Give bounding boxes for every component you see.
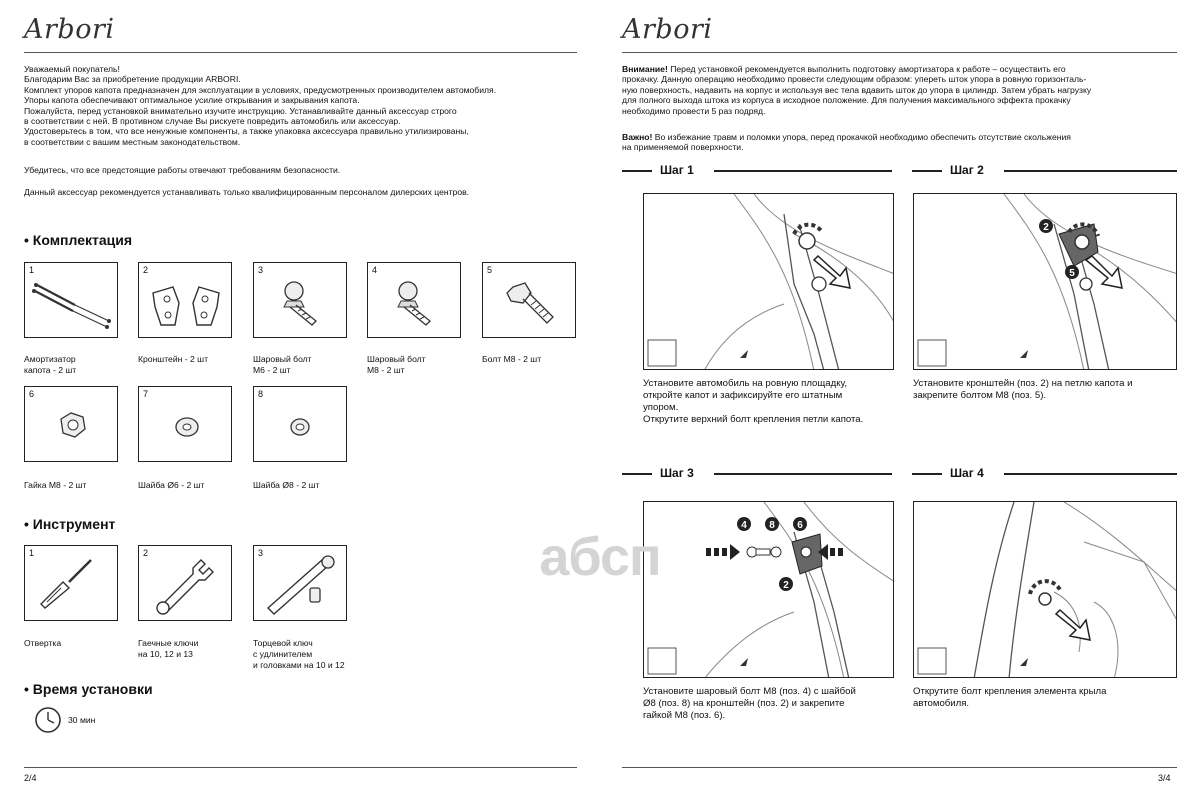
step-1-caption: Установите автомобиль на ровную площадку… <box>643 378 864 425</box>
kit-item-4: 4 <box>367 262 461 338</box>
washer-icon <box>175 417 199 437</box>
header-divider <box>622 52 1177 53</box>
gas-strut-icon <box>32 283 111 329</box>
brand-logo: Arbori <box>24 14 115 45</box>
tool-item-1: 1 <box>24 545 118 621</box>
kit-item-2: 2 <box>138 262 232 338</box>
tool-item-2: 2 <box>138 545 232 621</box>
important-text: Важно! Во избежание травм и поломки упор… <box>622 132 1071 153</box>
step-1-illustration <box>643 193 894 370</box>
wrench-icon <box>156 559 214 615</box>
step-4-header: Шаг 4 <box>912 466 1177 480</box>
left-page: Arbori Уважаемый покупатель! Благодарим … <box>24 14 577 783</box>
item-number: 3 <box>258 548 264 558</box>
tools-title: • Инструмент <box>24 516 116 532</box>
step-3-illustration: 4 8 6 2 <box>643 501 894 678</box>
intro-line: в соответствии с ней. В противном случае… <box>24 116 401 127</box>
step-4-illustration <box>913 501 1177 678</box>
svg-text:8: 8 <box>769 520 775 531</box>
time-value: 30 мин <box>68 715 96 725</box>
item-number: 8 <box>258 389 264 399</box>
kit-item-8: 8 <box>253 386 347 462</box>
intro-line: Удостоверьтесь в том, что все ненужные к… <box>24 126 469 137</box>
footer-divider <box>622 767 1177 768</box>
item-number: 3 <box>258 265 264 275</box>
step-3-header: Шаг 3 <box>622 466 892 480</box>
clock-icon <box>35 707 61 733</box>
ball-bolt-icon <box>397 281 431 326</box>
kit-item-7: 7 <box>138 386 232 462</box>
intro-line: Пожалуйста, перед установкой внимательно… <box>24 105 457 116</box>
tool-item-3: 3 <box>253 545 347 621</box>
item-number: 4 <box>372 265 378 275</box>
brand-logo: Arbori <box>622 14 713 45</box>
kit-caption-6: Гайка М8 - 2 шт <box>24 480 87 490</box>
item-number: 5 <box>487 265 493 275</box>
svg-text:5: 5 <box>1069 268 1075 279</box>
intro-line: Уважаемый покупатель! <box>24 64 120 74</box>
item-number: 7 <box>143 389 149 399</box>
step-1-header: Шаг 1 <box>622 163 892 177</box>
page-number: 3/4 <box>1158 773 1171 783</box>
attention-text: Внимание! Перед установкой рекомендуется… <box>622 64 1092 116</box>
watermark: абсп <box>539 527 661 587</box>
svg-text:2: 2 <box>1043 222 1049 233</box>
intro-line: Благодарим Вас за приобретение продукции… <box>24 74 241 85</box>
nut-icon <box>60 412 86 438</box>
kit-item-1: 1 <box>24 262 118 338</box>
kit-item-5: 5 <box>482 262 576 338</box>
safety-note: Убедитесь, что все предстоящие работы от… <box>24 165 341 175</box>
svg-text:4: 4 <box>741 520 747 531</box>
intro-text: Уважаемый покупатель! Благодарим Вас за … <box>24 64 496 147</box>
kit-item-3: 3 <box>253 262 347 338</box>
kit-caption-2: Кронштейн - 2 шт <box>138 354 209 364</box>
bracket-icon <box>152 286 220 326</box>
bolt-icon <box>506 282 554 324</box>
step-2-caption: Установите кронштейн (поз. 2) на петлю к… <box>913 378 1133 401</box>
footer-divider <box>24 767 577 768</box>
header-divider <box>24 52 577 53</box>
right-page: Arbori Внимание! Перед установкой рекоме… <box>600 0 1200 800</box>
socket-wrench-icon <box>266 555 335 615</box>
intro-line: Упоры капота обеспечивают оптимальное ус… <box>24 95 360 106</box>
kit-caption-5: Болт М8 - 2 шт <box>482 354 542 364</box>
tool-caption-1: Отвертка <box>24 638 62 648</box>
washer-icon <box>290 418 310 436</box>
qualified-note: Данный аксессуар рекомендуется устанавли… <box>24 187 470 197</box>
page-number: 2/4 <box>24 773 37 783</box>
item-number: 6 <box>29 389 35 399</box>
kit-caption-7: Шайба Ø6 - 2 шт <box>138 480 205 490</box>
step-2-illustration: 2 5 <box>913 193 1177 370</box>
item-number: 2 <box>143 548 149 558</box>
kit-caption-8: Шайба Ø8 - 2 шт <box>253 480 320 490</box>
kit-item-6: 6 <box>24 386 118 462</box>
intro-line: в соответствии с вашим местным законодат… <box>24 136 241 147</box>
intro-line: Комплект упоров капота предназначен для … <box>24 84 497 95</box>
item-number: 2 <box>143 265 149 275</box>
time-title: • Время установки <box>24 681 153 697</box>
screwdriver-icon <box>40 559 92 609</box>
kit-title: • Комплектация <box>24 232 133 248</box>
ball-bolt-icon <box>283 281 317 326</box>
item-number: 1 <box>29 265 35 275</box>
svg-text:2: 2 <box>783 580 789 591</box>
step-2-header: Шаг 2 <box>912 163 1177 177</box>
svg-text:6: 6 <box>797 520 803 531</box>
step-3-caption: Установите шаровый болт М8 (поз. 4) с ша… <box>643 686 856 721</box>
item-number: 1 <box>29 548 35 558</box>
